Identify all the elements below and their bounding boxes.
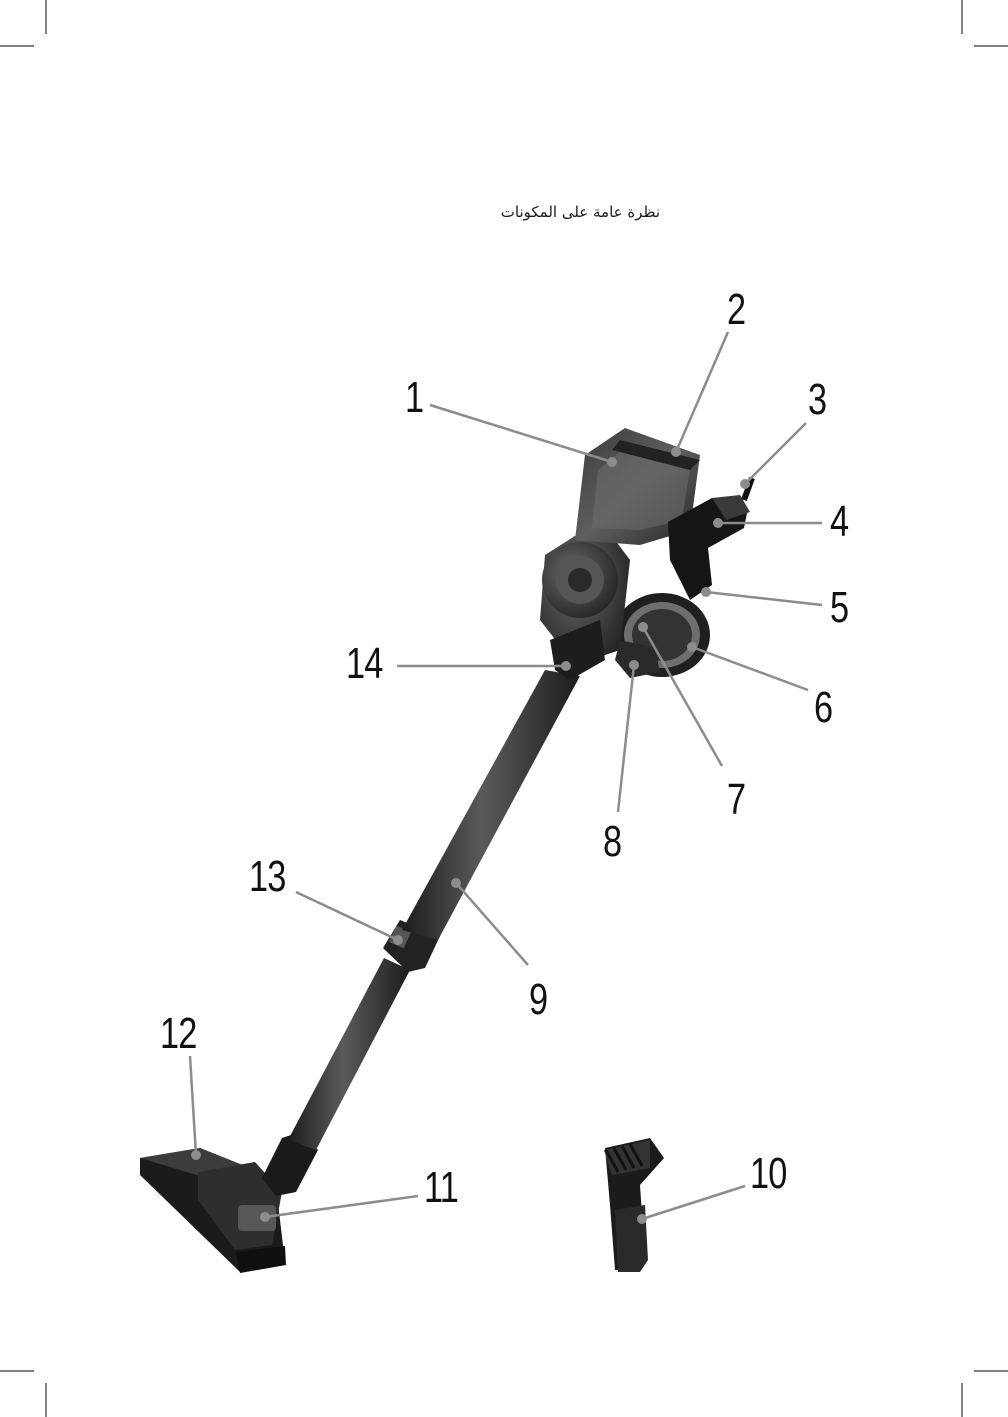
leader-8 [618,665,634,812]
hand-unit [540,428,752,680]
leader-12 [190,1056,196,1155]
leader-1 [430,405,612,462]
leader-9 [456,883,528,965]
brush-attachment [604,1138,664,1272]
page-title: نظرة عامة على المكونات [480,203,660,221]
leader-6 [692,647,808,690]
callout-label-3: 3 [808,378,826,422]
callout-label-5: 5 [830,586,848,630]
leader-11 [265,1196,418,1217]
leader-5 [706,592,822,605]
floor-nozzle [140,1148,286,1273]
callout-label-11: 11 [424,1166,458,1210]
callout-label-2: 2 [727,288,745,332]
callout-label-6: 6 [814,686,832,730]
callout-label-9: 9 [529,978,547,1022]
callout-label-10: 10 [750,1152,787,1196]
callout-label-1: 1 [405,376,423,420]
callout-label-8: 8 [603,820,621,864]
leader-13 [296,892,398,940]
leader-2 [676,332,728,452]
callout-label-13: 13 [249,855,286,899]
callout-label-12: 12 [160,1012,197,1056]
vacuum-illustration [140,428,752,1273]
callout-label-4: 4 [830,500,848,544]
leader-10 [642,1186,745,1219]
callout-label-14: 14 [346,642,383,686]
leader-3 [745,423,806,484]
callout-label-7: 7 [727,778,745,822]
